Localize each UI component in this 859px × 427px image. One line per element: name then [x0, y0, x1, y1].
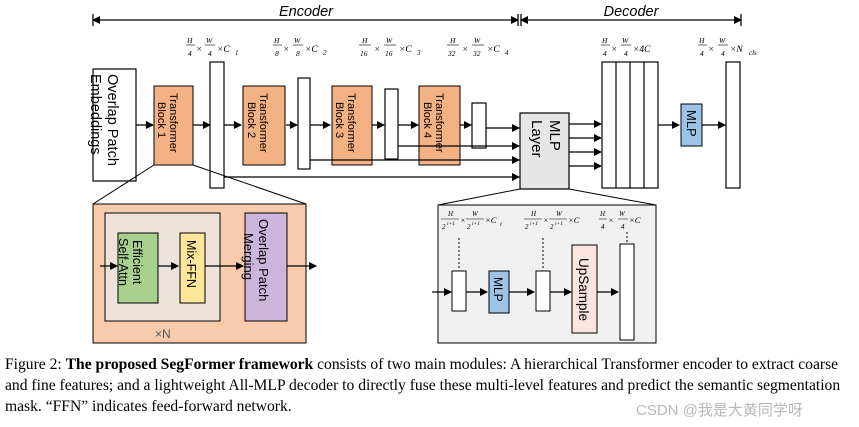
feature-map-4: [471, 102, 487, 149]
transformer-block-2-label: TransformerBlock 2: [245, 93, 269, 153]
mix-ffn-label: Mix-FFN: [184, 240, 198, 288]
feature-map-2: [297, 77, 311, 170]
mlp-layer-box: [519, 112, 570, 190]
transformer-block-3-label: TransformerBlock 3: [333, 93, 357, 153]
mlp-layer-label: MLPLayer: [528, 120, 563, 158]
encoder-label: Encoder: [279, 4, 334, 20]
repeat-label: ×N: [155, 327, 171, 341]
mix-ffn-box: [179, 232, 206, 304]
feature-map-1: [209, 61, 225, 189]
upsample-label: UpSample: [576, 258, 591, 321]
upsample-box: [571, 244, 598, 334]
segmentation-output: [725, 61, 741, 189]
transformer-block-1-label: TransformerBlock 1: [155, 93, 179, 153]
overlap-patch-merging-label: Overlap PatchMerging: [241, 219, 271, 301]
caption-body: consists of two main modules: A hierarch…: [5, 356, 841, 415]
feature-map-3: [384, 88, 399, 160]
caption-prefix: Figure 2:: [5, 356, 66, 373]
transformer-block-4: [418, 85, 461, 166]
decoder-mlp-label: MLP: [491, 277, 505, 302]
efficient-self-attn-label: EfficientSelf-Attn: [116, 238, 144, 286]
overlap-patch-embeddings-label: Overlap PatchEmbeddings: [87, 74, 120, 166]
figure-caption: Figure 2: The proposed SegFormer framewo…: [5, 354, 857, 417]
efficient-self-attn-box: [117, 232, 159, 304]
mlp-small-label: MLP: [684, 110, 699, 137]
transformer-block-4-label: TransformerBlock 4: [421, 93, 445, 153]
decoder-mid-feature: [535, 270, 551, 312]
transformer-block-2: [242, 85, 286, 166]
transformer-block-3: [331, 85, 373, 166]
overlap-patch-merging-box: [244, 212, 288, 322]
decoder-label: Decoder: [604, 4, 660, 20]
transformer-block-1: [153, 85, 194, 166]
watermark: CSDN @我是大黄同学呀: [636, 402, 803, 419]
decoder-input-feature: [451, 270, 467, 312]
caption-bold: The proposed SegFormer framework: [65, 356, 314, 373]
decoder-output-feature: [619, 243, 635, 341]
